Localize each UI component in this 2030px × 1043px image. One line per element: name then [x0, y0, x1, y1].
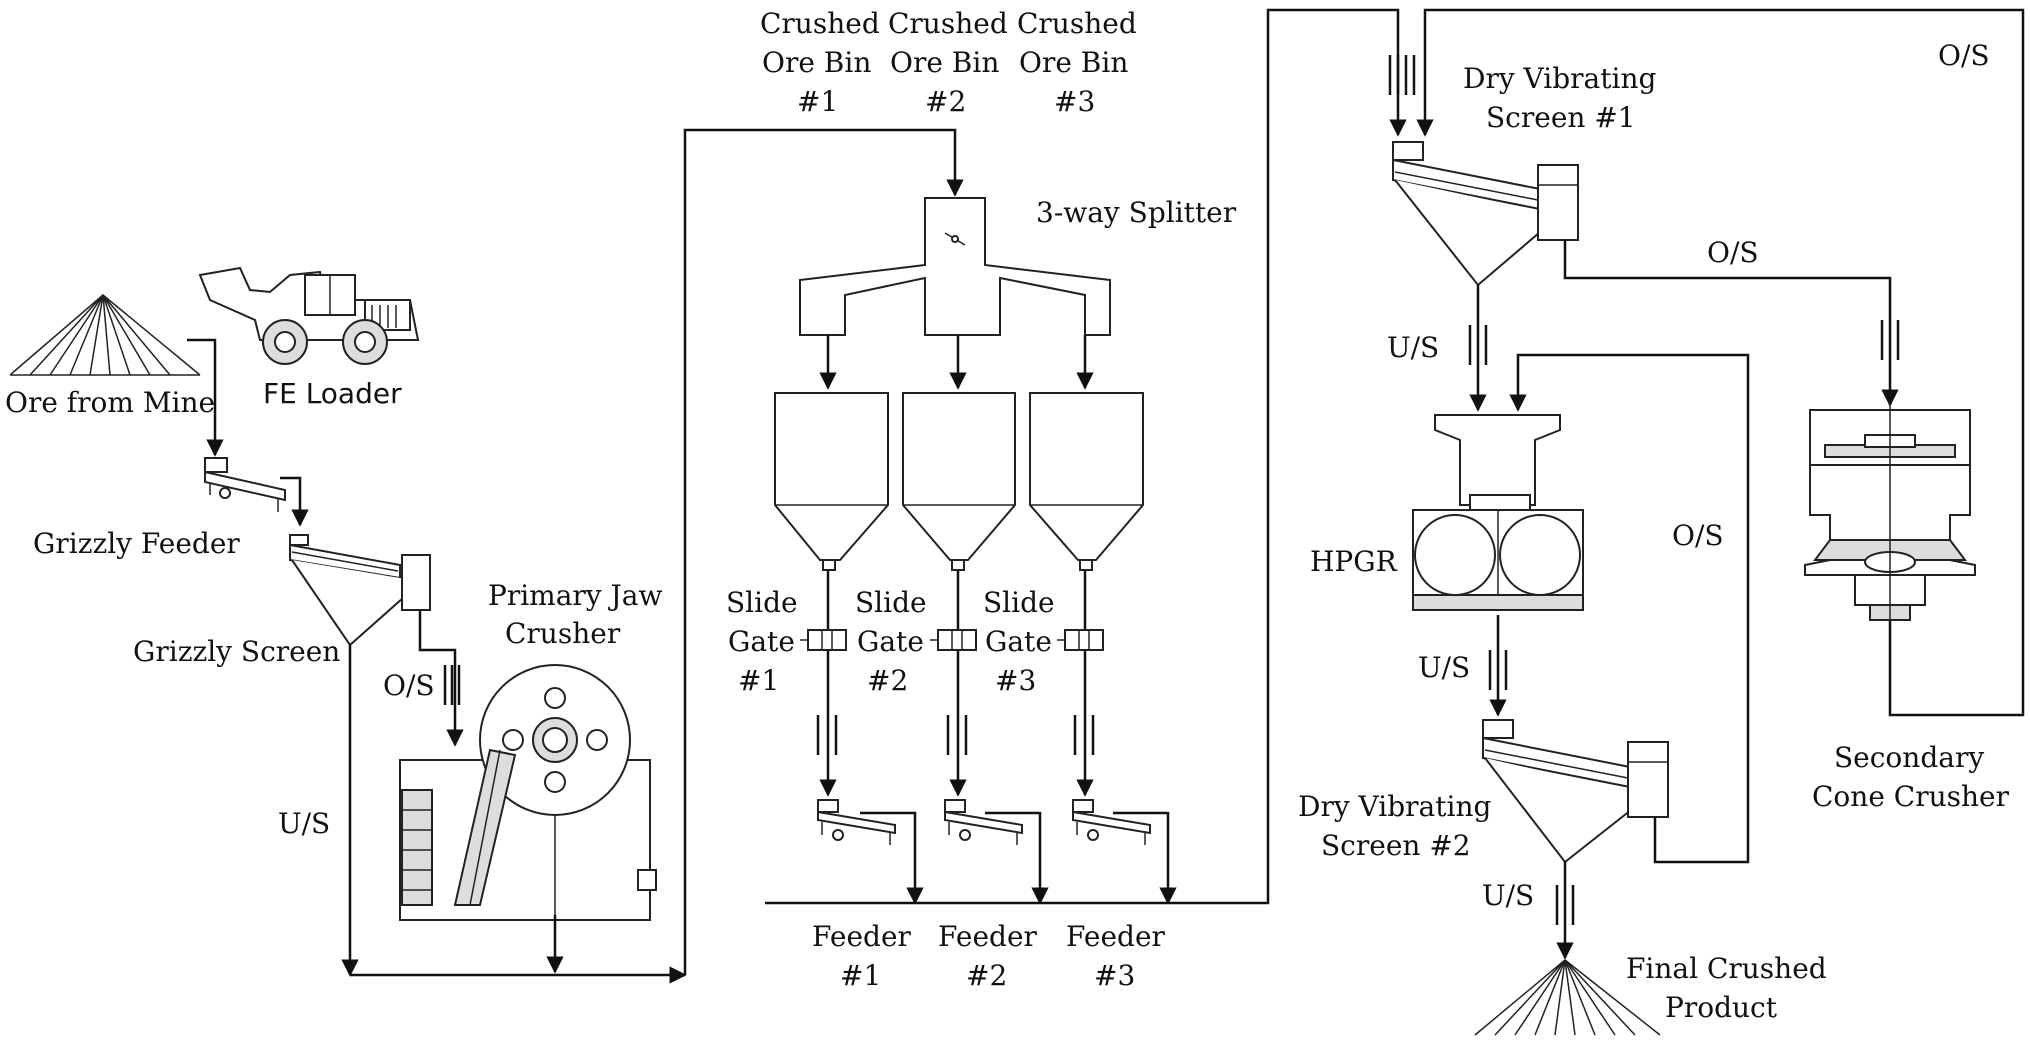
svg-text:#1: #1 [797, 85, 838, 118]
final-product-pile-icon [1474, 959, 1661, 1036]
dry-vibrating-screen-1-icon [1392, 141, 1579, 287]
flow-conveyor-to-splitter [683, 128, 964, 975]
svg-text:Screen #2: Screen #2 [1321, 829, 1471, 862]
svg-text:Ore Bin: Ore Bin [890, 46, 999, 79]
grizzly-os-label: O/S [383, 669, 435, 702]
feeder-3-icon [1072, 799, 1151, 845]
svg-text:Crushed: Crushed [1017, 7, 1137, 40]
ore-from-mine-label: Ore from Mine [5, 386, 215, 419]
dry-screen-2-label: Dry Vibrating Screen #2 [1298, 790, 1491, 862]
grizzly-feeder-label: Grizzly Feeder [33, 527, 240, 560]
svg-text:Dry Vibrating: Dry Vibrating [1298, 790, 1491, 823]
grizzly-feeder-icon [204, 457, 286, 512]
fe-loader-icon [198, 266, 420, 365]
flow-screen-1-os [1563, 240, 1899, 407]
hpgr-label: HPGR [1310, 545, 1398, 578]
grizzly-screen-icon [289, 534, 431, 647]
svg-text:Feeder: Feeder [938, 920, 1038, 953]
svg-text:Ore Bin: Ore Bin [1019, 46, 1128, 79]
crushed-ore-bin-1-icon [774, 392, 889, 571]
feeder-3-label: Feeder #3 [1066, 920, 1166, 992]
crushed-ore-bin-2-label: Crushed Ore Bin #2 [888, 7, 1008, 118]
svg-text:Screen #1: Screen #1 [1486, 101, 1636, 134]
svg-text:Slide: Slide [983, 586, 1055, 619]
hpgr-us-label: U/S [1418, 651, 1470, 684]
dry-screen-1-label: Dry Vibrating Screen #1 [1463, 62, 1656, 134]
svg-text:Gate: Gate [857, 625, 924, 658]
svg-text:Product: Product [1665, 991, 1778, 1024]
jaw-crusher-label-2: Crusher [505, 617, 621, 650]
screen-1-us-label: U/S [1387, 331, 1439, 364]
fe-loader-label: FE Loader [263, 377, 402, 410]
svg-text:Cone Crusher: Cone Crusher [1812, 780, 2010, 813]
feeder-1-icon [817, 799, 896, 845]
svg-text:Final Crushed: Final Crushed [1626, 952, 1827, 985]
primary-jaw-crusher-icon [399, 664, 657, 921]
svg-text:Gate: Gate [728, 625, 795, 658]
crushed-ore-bin-3-label: Crushed Ore Bin #3 [1017, 7, 1137, 118]
slide-gate-1-label: Slide Gate #1 [726, 586, 798, 697]
svg-text:Ore Bin: Ore Bin [762, 46, 871, 79]
cone-crusher-label: Secondary Cone Crusher [1812, 741, 2010, 813]
feeder-1-label: Feeder #1 [812, 920, 912, 992]
svg-text:Crushed: Crushed [888, 7, 1008, 40]
svg-text:Feeder: Feeder [1066, 920, 1166, 953]
flow-feeder-1-out [860, 811, 924, 905]
flow-feeder-3-out [1113, 811, 1177, 905]
grizzly-us-label: U/S [278, 807, 330, 840]
hpgr-icon [1412, 414, 1584, 611]
flow-conveyor-2-to-screen [765, 8, 1407, 905]
svg-text:Gate: Gate [985, 625, 1052, 658]
svg-text:#1: #1 [840, 959, 881, 992]
flow-mine-to-feeder [187, 338, 224, 457]
svg-text:#3: #3 [1054, 85, 1095, 118]
ore-pile-mine-icon [9, 294, 201, 376]
svg-text:Slide: Slide [855, 586, 927, 619]
svg-text:#2: #2 [867, 664, 908, 697]
svg-text:Slide: Slide [726, 586, 798, 619]
svg-text:#3: #3 [995, 664, 1036, 697]
dry-vibrating-screen-2-icon [1482, 719, 1669, 864]
splitter-label: 3-way Splitter [1036, 196, 1237, 229]
os-top-label: O/S [1938, 39, 1990, 72]
slide-gate-2-icon [930, 629, 977, 651]
svg-text:Secondary: Secondary [1834, 741, 1984, 774]
svg-text:#1: #1 [738, 664, 779, 697]
jaw-crusher-label-1: Primary Jaw [488, 579, 662, 612]
flow-grizzly-os [418, 610, 464, 747]
feeder-2-icon [944, 799, 1023, 845]
slide-gate-3-icon [1057, 629, 1104, 651]
slide-gate-2-label: Slide Gate #2 [855, 586, 927, 697]
svg-text:#2: #2 [966, 959, 1007, 992]
final-product-label: Final Crushed Product [1626, 952, 1827, 1024]
screen-2-os-label: O/S [1672, 519, 1724, 552]
three-way-splitter-icon [799, 197, 1111, 336]
svg-text:Dry Vibrating: Dry Vibrating [1463, 62, 1656, 95]
slide-gate-1-icon [800, 629, 847, 651]
screen-2-us-label: U/S [1482, 879, 1534, 912]
secondary-cone-crusher-icon [1804, 405, 1976, 621]
crushed-ore-bin-2-icon [902, 392, 1016, 571]
crushed-ore-bin-1-label: Crushed Ore Bin #1 [760, 7, 880, 118]
svg-text:#3: #3 [1094, 959, 1135, 992]
svg-text:Crushed: Crushed [760, 7, 880, 40]
screen-1-os-label: O/S [1707, 236, 1759, 269]
slide-gate-3-label: Slide Gate #3 [983, 586, 1055, 697]
flow-feeder-2-out [985, 811, 1049, 905]
grizzly-screen-label: Grizzly Screen [133, 635, 340, 668]
feeder-2-label: Feeder #2 [938, 920, 1038, 992]
crushed-ore-bin-3-icon [1029, 392, 1144, 571]
svg-text:Feeder: Feeder [812, 920, 912, 953]
flow-screen-2-os [1509, 353, 1750, 864]
svg-text:#2: #2 [925, 85, 966, 118]
flow-feeder-to-screen [280, 476, 309, 527]
flow-cone-recycle [1416, 8, 2025, 717]
